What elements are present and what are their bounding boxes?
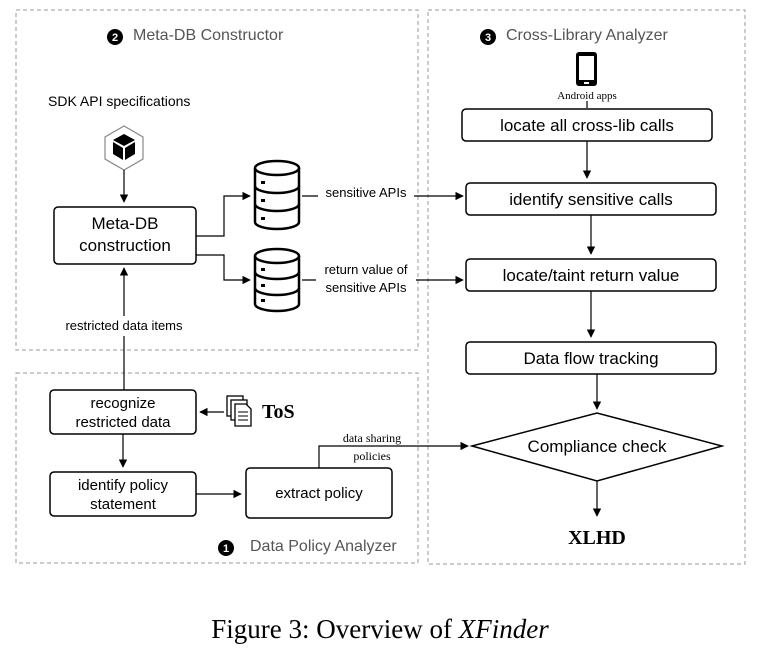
meta-db-panel-title: Meta-DB Constructor: [133, 27, 284, 44]
identify-policy-statement-line-1: identify policy: [78, 477, 169, 494]
xlhd-output-label: XLHD: [568, 527, 626, 549]
meta-db-panel-header: 2 Meta-DB Constructor: [107, 27, 284, 45]
compliance-check-diamond: [469, 412, 725, 482]
data-flow-tracking-box: [465, 341, 717, 375]
sdk-api-specifications-label: SDK API specifications: [48, 93, 190, 109]
step-3-number: 3: [485, 32, 491, 44]
return-value-label-line-2: sensitive APIs: [326, 280, 407, 295]
sensitive-api-database-icon: [253, 159, 301, 231]
identify-sensitive-calls-label: identify sensitive calls: [509, 190, 672, 209]
extract-to-compliance-arrow: [318, 441, 469, 468]
construction-to-return-db-arrow: [196, 254, 251, 285]
return-value-label-bg: [316, 262, 416, 296]
smartphone-icon: [576, 52, 597, 86]
figure-caption-name: XFinder: [458, 614, 549, 644]
identify-policy-statement-line-2: statement: [90, 496, 157, 513]
cross-library-panel-title: Cross-Library Analyzer: [506, 27, 669, 44]
tos-label: ToS: [262, 401, 295, 423]
recognize-restricted-data-line-1: recognize: [90, 395, 155, 412]
figure-caption: Figure 3: Overview of XFinder: [211, 614, 549, 644]
documents-icon: [226, 395, 252, 427]
android-apps-label: Android apps: [557, 90, 617, 102]
step-2-number: 2: [112, 32, 118, 44]
data-sharing-label-line-1: data sharing: [343, 431, 401, 445]
recognize-restricted-data-line-2: restricted data: [75, 414, 171, 431]
extract-policy-label: extract policy: [275, 485, 363, 502]
step-1-number: 1: [223, 543, 229, 555]
data-sharing-label-line-2: policies: [353, 449, 391, 463]
figure-caption-prefix: Figure 3: Overview of: [211, 614, 458, 644]
return-value-database-icon: [253, 247, 301, 313]
step-2-badge: [107, 29, 123, 45]
return-value-label-line-1: return value of: [324, 262, 407, 277]
data-flow-tracking-label: Data flow tracking: [523, 349, 658, 368]
cross-library-panel-header: 3 Cross-Library Analyzer: [480, 27, 669, 45]
policy-panel-title: Data Policy Analyzer: [250, 538, 397, 555]
construction-to-sensitive-db-arrow: [196, 191, 251, 237]
cross-library-panel: [427, 9, 746, 565]
step-1-badge: [218, 540, 234, 556]
meta-db-panel: [15, 9, 419, 351]
locate-cross-lib-calls-label: locate all cross-lib calls: [500, 116, 674, 135]
restricted-data-items-label-bg: [54, 316, 200, 336]
compliance-check-label: Compliance check: [528, 437, 667, 456]
restricted-data-items-label: restricted data items: [65, 318, 183, 333]
policy-panel: [15, 372, 419, 564]
meta-db-construction-line-1: Meta-DB: [91, 214, 158, 233]
policy-panel-header: 1 Data Policy Analyzer: [218, 538, 397, 556]
step-3-badge: [480, 29, 496, 45]
locate-taint-return-value-label: locate/taint return value: [503, 266, 680, 285]
meta-db-construction-line-2: construction: [79, 236, 171, 255]
package-icon: [104, 125, 144, 171]
sensitive-apis-label-bg: [318, 184, 414, 202]
sensitive-apis-label: sensitive APIs: [326, 185, 407, 200]
